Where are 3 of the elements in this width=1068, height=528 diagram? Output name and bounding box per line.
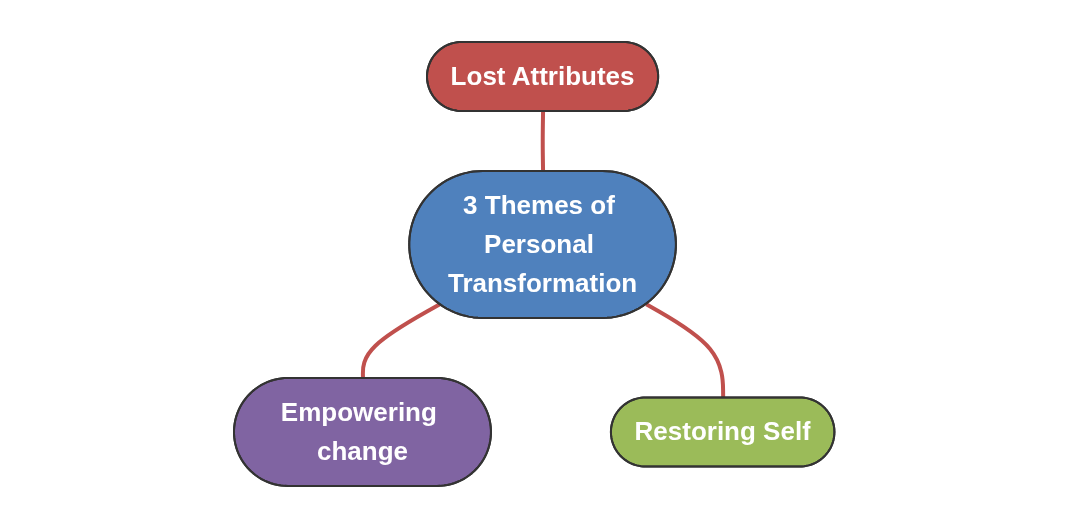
connector [360, 302, 441, 379]
connector [645, 302, 725, 398]
connector [540, 111, 545, 172]
